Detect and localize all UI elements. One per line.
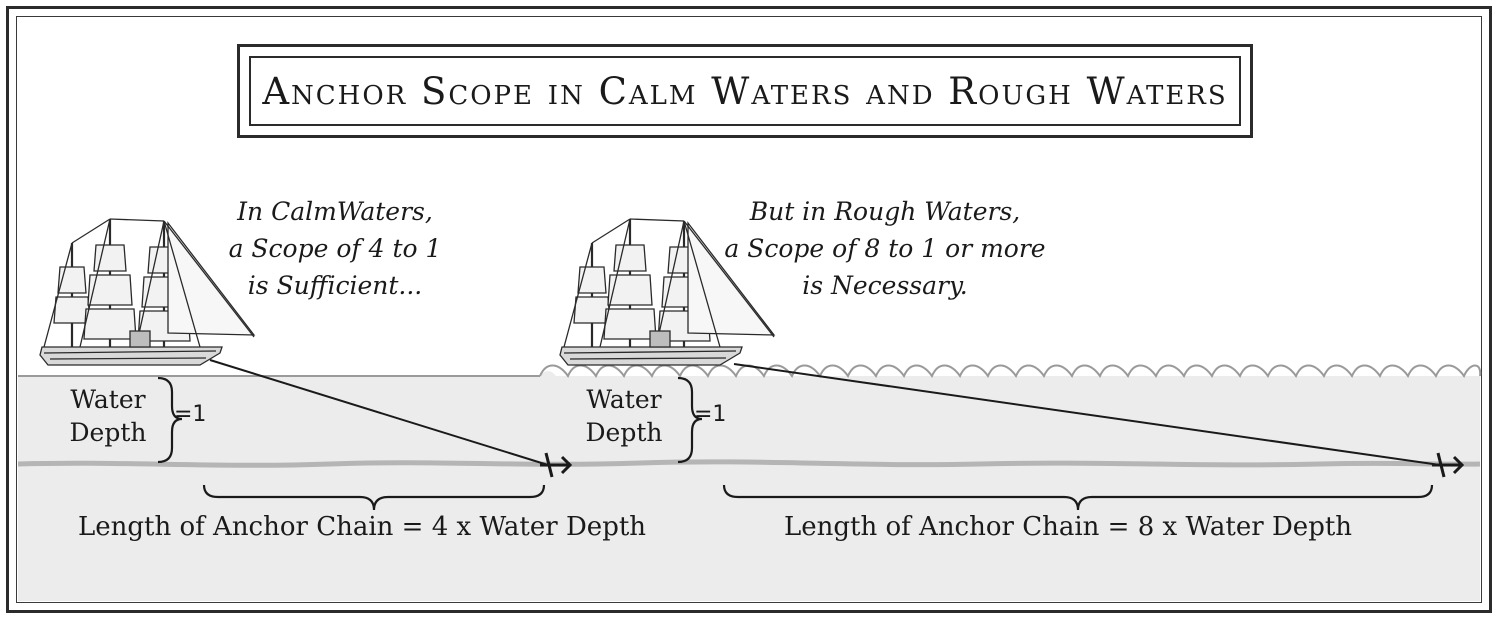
rough-chain-label: Length of Anchor Chain = 8 x Water Depth [784,512,1353,542]
depth-label-line: Depth [585,418,663,447]
sailing-ship-icon [39,218,256,366]
sailing-ship-icon [559,218,776,366]
rough-anchor-chain [733,363,1441,466]
curly-brace-icon [202,484,546,511]
curly-brace-icon [157,376,183,464]
calm-caption: In CalmWaters, a Scope of 4 to 1 is Suff… [200,193,470,304]
calm-depth-value: =1 [174,402,207,427]
calm-depth-label: Water Depth [58,383,158,449]
water-region [18,371,1480,601]
page-title: Anchor Scope in Calm Waters and Rough Wa… [262,69,1228,113]
rough-caption-line: a Scope of 8 to 1 or more [724,234,1046,263]
rough-caption: But in Rough Waters, a Scope of 8 to 1 o… [700,193,1070,304]
anchor-icon [540,452,573,478]
inner-frame [16,16,1482,603]
rough-caption-line: is Necessary. [802,271,968,300]
calm-caption-line: a Scope of 4 to 1 [228,234,442,263]
anchor-icon [1432,452,1465,478]
title-inner-border [249,56,1241,126]
rough-depth-label: Water Depth [574,383,674,449]
depth-label-line: Depth [69,418,147,447]
calm-anchor-chain [209,359,549,466]
calm-chain-label: Length of Anchor Chain = 4 x Water Depth [78,512,647,542]
depth-label-line: Water [586,385,662,414]
depth-label-line: Water [70,385,146,414]
rough-depth-value: =1 [694,402,727,427]
curly-brace-icon [722,484,1434,511]
calm-caption-line: In CalmWaters, [237,197,433,226]
rough-waves [539,364,1482,379]
rough-caption-line: But in Rough Waters, [749,197,1021,226]
seabed-line [17,459,1481,468]
calm-caption-line: is Sufficient... [247,271,423,300]
curly-brace-icon [677,376,703,464]
title-box: Anchor Scope in Calm Waters and Rough Wa… [237,44,1253,138]
